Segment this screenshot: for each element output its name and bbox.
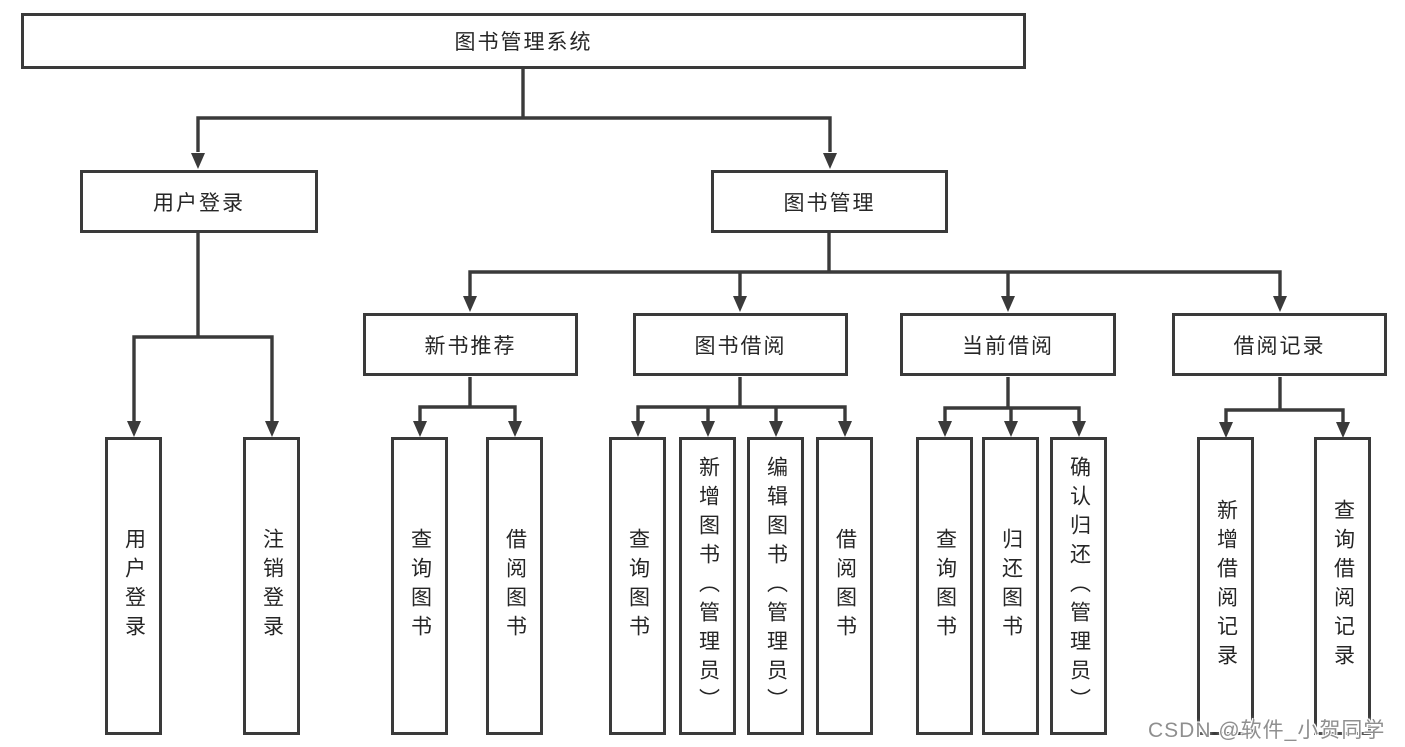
connector-user-login-branch: [132, 233, 274, 422]
leaf-user-login: 用户登录: [105, 437, 162, 735]
connector-root-to-level2: [196, 68, 832, 152]
node-book-borrowing: 图书借阅: [633, 313, 848, 376]
node-label: 图书管理系统: [454, 31, 593, 54]
arrow-down-icon: [769, 421, 783, 437]
arrow-down-icon: [1219, 422, 1233, 438]
node-new-book-recommendation: 新书推荐: [363, 313, 578, 376]
leaf-query-books-recommend: 查询图书: [391, 437, 448, 735]
connector-book-borrowing-branch: [636, 377, 847, 421]
node-label: 借阅图书: [503, 528, 527, 644]
arrow-down-icon: [1001, 296, 1015, 312]
node-label: 归还图书: [999, 528, 1023, 644]
leaf-borrow-books-recommend: 借阅图书: [486, 437, 543, 735]
node-label: 新增借阅记录: [1214, 499, 1238, 673]
leaf-logout-login: 注销登录: [243, 437, 300, 735]
node-user-login: 用户登录: [80, 170, 318, 233]
node-label: 新增图书（管理员）: [696, 455, 720, 717]
connector-current-borrowing-branch: [943, 377, 1081, 421]
arrow-down-icon: [733, 296, 747, 312]
connector-book-management-branch: [468, 233, 1282, 296]
csdn-watermark: CSDN @软件_小贺同学: [1148, 719, 1386, 742]
node-label: 借阅记录: [1233, 334, 1326, 358]
arrow-down-icon: [191, 153, 205, 169]
node-borrowing-records: 借阅记录: [1172, 313, 1387, 376]
arrow-down-icon: [265, 421, 279, 437]
arrow-down-icon: [127, 421, 141, 437]
arrow-down-icon: [823, 153, 837, 169]
arrow-down-icon: [838, 421, 852, 437]
node-label: 查询图书: [408, 528, 432, 644]
node-label: 确认归还（管理员）: [1067, 455, 1091, 717]
connector-borrowing-records-branch: [1224, 377, 1345, 423]
node-label: 图书管理: [783, 191, 876, 215]
arrow-down-icon: [1004, 421, 1018, 437]
arrow-down-icon: [631, 421, 645, 437]
node-label: 编辑图书（管理员）: [764, 455, 788, 717]
leaf-edit-books-admin: 编辑图书（管理员）: [747, 437, 804, 735]
arrow-down-icon: [1072, 421, 1086, 437]
node-current-borrowing: 当前借阅: [900, 313, 1116, 376]
node-label: 查询图书: [933, 528, 957, 644]
leaf-add-borrow-record: 新增借阅记录: [1197, 437, 1254, 735]
node-library-management-system: 图书管理系统: [21, 13, 1026, 69]
node-label: 借阅图书: [833, 528, 857, 644]
node-label: 当前借阅: [962, 334, 1054, 358]
leaf-query-borrow-record: 查询借阅记录: [1314, 437, 1371, 735]
node-label: 用户登录: [153, 191, 245, 215]
leaf-confirm-return-admin: 确认归还（管理员）: [1050, 437, 1107, 735]
leaf-query-books-borrowing: 查询图书: [609, 437, 666, 735]
node-label: 查询图书: [626, 528, 650, 644]
leaf-borrow-books: 借阅图书: [816, 437, 873, 735]
node-book-management: 图书管理: [711, 170, 948, 233]
arrow-down-icon: [701, 421, 715, 437]
node-label: 图书借阅: [694, 334, 787, 358]
leaf-query-books-current: 查询图书: [916, 437, 973, 735]
node-label: 注销登录: [260, 528, 284, 644]
node-label: 用户登录: [122, 528, 146, 644]
connector-new-book-branch: [418, 377, 517, 421]
arrow-down-icon: [463, 296, 477, 312]
leaf-return-books: 归还图书: [982, 437, 1039, 735]
node-label: 新书推荐: [424, 334, 517, 358]
arrow-down-icon: [1273, 296, 1287, 312]
arrow-down-icon: [413, 421, 427, 437]
node-label: 查询借阅记录: [1331, 499, 1355, 673]
leaf-add-books-admin: 新增图书（管理员）: [679, 437, 736, 735]
arrow-down-icon: [508, 421, 522, 437]
arrow-down-icon: [1336, 422, 1350, 438]
arrow-down-icon: [938, 421, 952, 437]
